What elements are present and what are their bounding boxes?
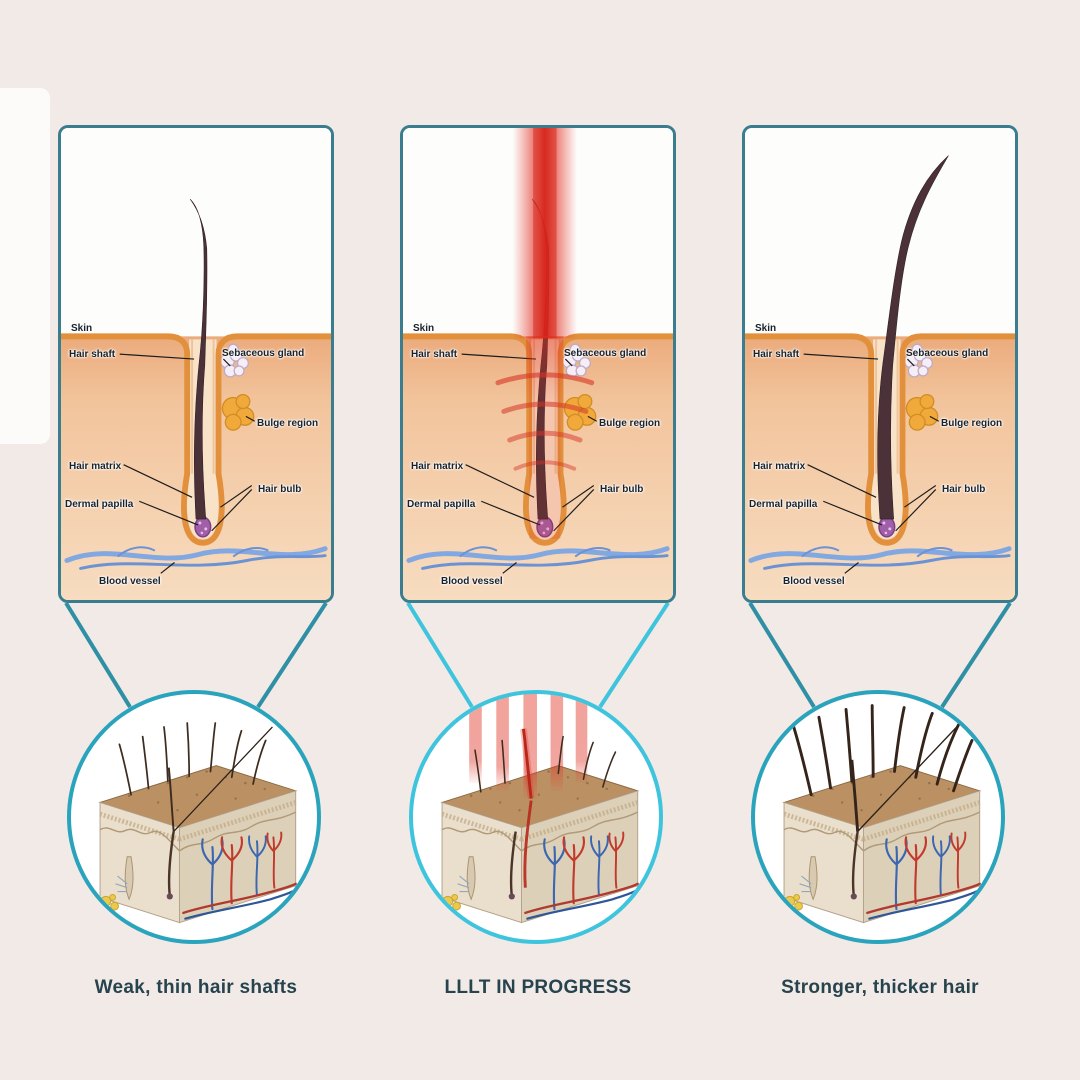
follicle-illustration-weak bbox=[61, 128, 331, 600]
label-hair-bulb: Hair bulb bbox=[600, 484, 644, 495]
label-bulge-region: Bulge region bbox=[257, 418, 319, 429]
strong-hair-graphic bbox=[877, 155, 949, 520]
label-hair-matrix: Hair matrix bbox=[411, 461, 464, 472]
label-hair-shaft: Hair shaft bbox=[69, 349, 116, 360]
label-dermal-papilla: Dermal papilla bbox=[407, 499, 476, 510]
laser-wave-arcs bbox=[495, 372, 595, 471]
skin-block-weak bbox=[71, 722, 317, 940]
label-hair-shaft: Hair shaft bbox=[753, 349, 800, 360]
label-dermal-papilla: Dermal papilla bbox=[65, 499, 134, 510]
follicle-illustration-during bbox=[403, 128, 673, 600]
magnifier-connector-strong bbox=[748, 603, 1012, 709]
caption-during: LLLT IN PROGRESS bbox=[444, 977, 632, 998]
label-sebaceous-gland: Sebaceous gland bbox=[222, 348, 305, 359]
follicle-panel-weak: Skin Hair shaft Sebaceous gland Bulge re… bbox=[58, 125, 334, 603]
laser-beam-graphic bbox=[512, 128, 578, 539]
magnifier-connector-weak bbox=[64, 603, 328, 709]
label-hair-shaft: Hair shaft bbox=[411, 349, 458, 360]
skin-block-strong bbox=[755, 704, 1001, 940]
label-hair-matrix: Hair matrix bbox=[69, 461, 122, 472]
label-sebaceous-gland: Sebaceous gland bbox=[906, 348, 989, 359]
label-hair-bulb: Hair bulb bbox=[258, 484, 302, 495]
column-during: Skin Hair shaft Sebaceous gland Bulge re… bbox=[400, 125, 676, 1045]
column-weak: Skin Hair shaft Sebaceous gland Bulge re… bbox=[58, 125, 334, 1045]
magnifier-inset-during bbox=[409, 690, 663, 944]
label-bulge-region: Bulge region bbox=[941, 418, 1003, 429]
label-dermal-papilla: Dermal papilla bbox=[749, 499, 818, 510]
weak-hair-graphic bbox=[189, 198, 208, 520]
label-blood-vessel: Blood vessel bbox=[99, 576, 161, 587]
caption-strong: Stronger, thicker hair bbox=[781, 977, 979, 998]
label-hair-bulb: Hair bulb bbox=[942, 484, 986, 495]
follicle-panel-strong: Skin Hair shaft Sebaceous gland Bulge re… bbox=[742, 125, 1018, 603]
label-skin: Skin bbox=[755, 323, 777, 334]
magnifier-connector-during bbox=[406, 603, 670, 709]
label-blood-vessel: Blood vessel bbox=[783, 576, 845, 587]
background-artifact bbox=[0, 88, 50, 444]
column-strong: Skin Hair shaft Sebaceous gland Bulge re… bbox=[742, 125, 1018, 1045]
label-skin: Skin bbox=[413, 323, 435, 334]
label-hair-matrix: Hair matrix bbox=[753, 461, 806, 472]
label-blood-vessel: Blood vessel bbox=[441, 576, 503, 587]
label-bulge-region: Bulge region bbox=[599, 418, 661, 429]
skin-block-during bbox=[413, 694, 659, 940]
magnifier-inset-weak bbox=[67, 690, 321, 944]
follicle-panel-during: Skin Hair shaft Sebaceous gland Bulge re… bbox=[400, 125, 676, 603]
follicle-illustration-strong bbox=[745, 128, 1015, 600]
magnifier-inset-strong bbox=[751, 690, 1005, 944]
label-skin: Skin bbox=[71, 323, 93, 334]
label-sebaceous-gland: Sebaceous gland bbox=[564, 348, 647, 359]
caption-weak: Weak, thin hair shafts bbox=[94, 977, 298, 998]
